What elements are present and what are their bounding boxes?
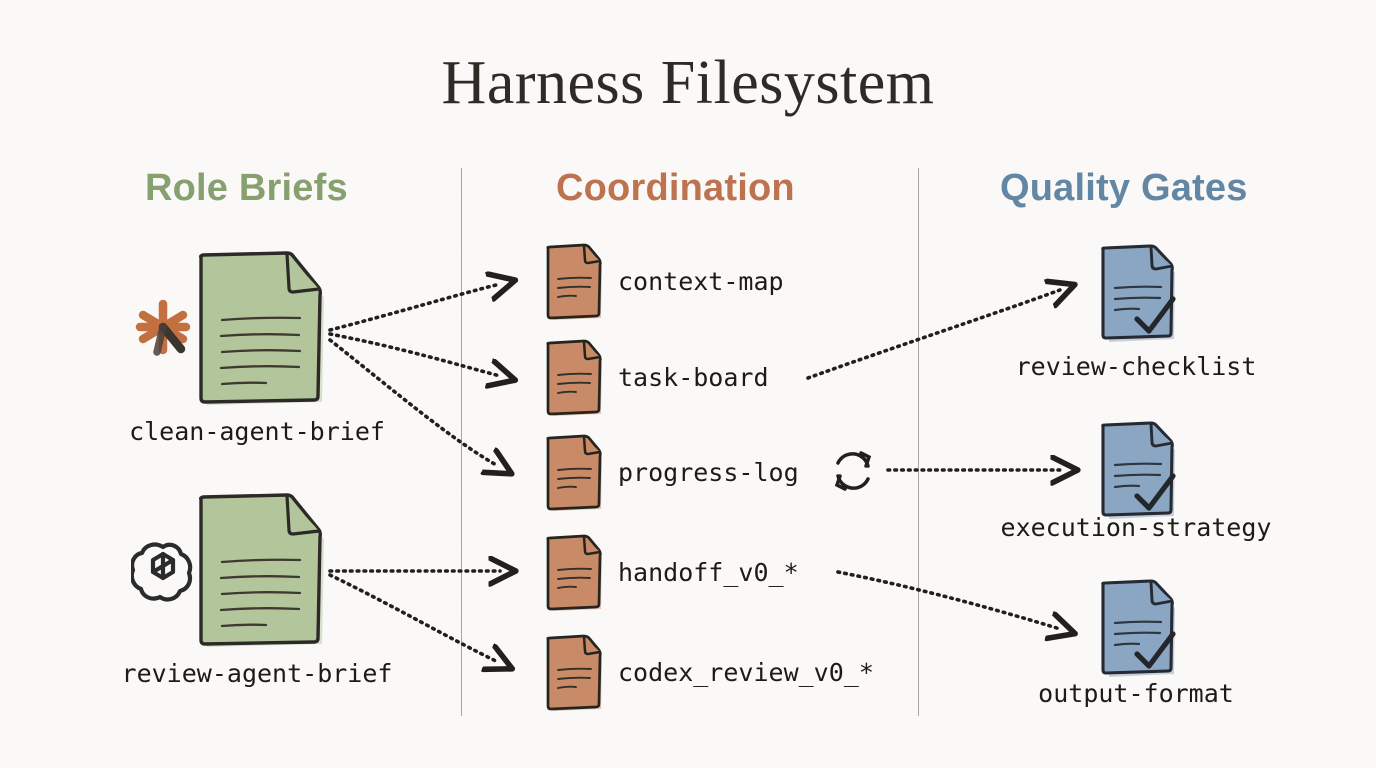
node-progress-log[interactable]: [543, 434, 605, 512]
sync-icon: [828, 446, 878, 496]
column-heading-role-briefs: Role Briefs: [145, 167, 348, 209]
column-heading-coordination: Coordination: [556, 167, 795, 209]
node-clean-agent-brief[interactable]: [190, 248, 330, 408]
node-context-map[interactable]: [543, 243, 605, 321]
column-divider-right: [918, 168, 919, 716]
check-mark-icon: [1134, 631, 1176, 669]
label-output-format: output-format: [1038, 679, 1234, 708]
check-mark-icon: [1134, 473, 1176, 511]
edge-handoff-to-output-format: [836, 570, 1060, 629]
document-icon-terracotta: [546, 534, 602, 611]
label-clean-agent-brief: clean-agent-brief: [129, 417, 385, 446]
label-review-checklist: review-checklist: [1015, 352, 1257, 381]
document-icon-blue: [1101, 579, 1176, 677]
claude-logo-icon: [132, 292, 194, 362]
label-task-board: task-board: [618, 363, 769, 392]
node-task-board[interactable]: [543, 339, 605, 417]
node-review-agent-brief[interactable]: [190, 490, 330, 650]
document-icon-terracotta: [546, 434, 602, 511]
document-icon-blue: [1101, 244, 1176, 342]
document-icon-green: [199, 493, 324, 647]
check-mark-icon: [1134, 296, 1176, 334]
label-execution-strategy: execution-strategy: [1000, 513, 1272, 542]
document-icon-blue: [1101, 421, 1176, 519]
node-execution-strategy[interactable]: [1096, 420, 1180, 520]
edge-clean-brief-to-task-board: [328, 332, 500, 376]
edge-clean-brief-to-context-map: [328, 284, 500, 332]
page-title: Harness Filesystem: [441, 49, 935, 117]
label-context-map: context-map: [618, 267, 784, 296]
column-heading-quality-gates: Quality Gates: [1000, 167, 1248, 209]
node-codex-review-v0[interactable]: [543, 634, 605, 712]
document-icon-terracotta: [546, 339, 602, 416]
label-review-agent-brief: review-agent-brief: [121, 659, 393, 688]
node-output-format[interactable]: [1096, 578, 1180, 678]
document-icon-terracotta: [546, 634, 602, 711]
document-icon-terracotta: [546, 243, 602, 320]
edge-review-brief-to-codex-review: [328, 573, 498, 662]
label-progress-log: progress-log: [618, 458, 799, 487]
label-handoff-v0: handoff_v0_*: [618, 558, 799, 587]
edge-clean-brief-to-progress-log: [328, 338, 498, 466]
node-handoff-v0[interactable]: [543, 534, 605, 612]
label-codex-review-v0: codex_review_v0_*: [618, 658, 874, 687]
node-review-checklist[interactable]: [1096, 243, 1180, 343]
column-divider-left: [461, 168, 462, 716]
document-icon-green: [199, 251, 324, 405]
openai-logo-icon: [131, 537, 195, 603]
